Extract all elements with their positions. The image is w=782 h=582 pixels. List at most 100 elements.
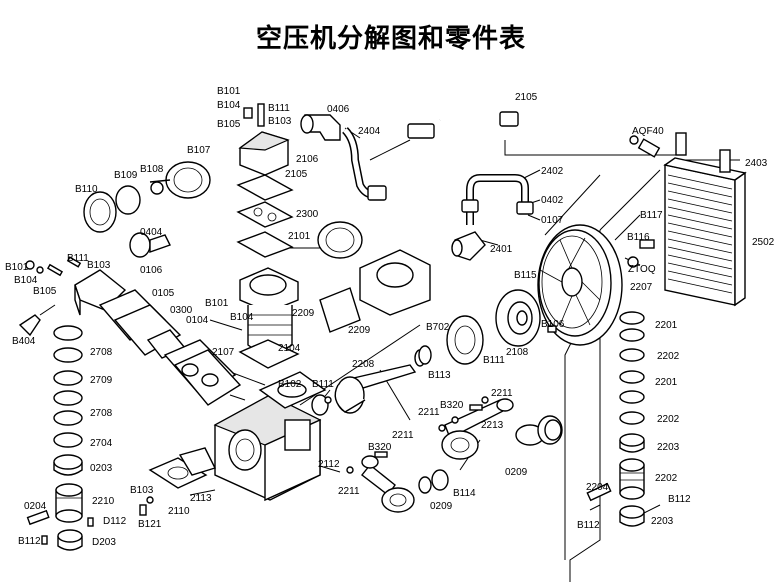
label: 2502 [752,237,775,248]
label: 2403 [745,158,768,169]
elbow-0404 [129,232,171,258]
label: 0203 [90,463,113,474]
piston-right-2202 [619,458,645,500]
label: 2208 [352,359,375,370]
label: 2402 [541,166,564,177]
label: 0404 [140,227,163,238]
label: 2106 [296,154,319,165]
label: 2211 [338,486,360,497]
label: 2110 [168,506,190,517]
label: 2211 [418,407,440,418]
gaskets-0105 [98,289,187,359]
label: B109 [114,170,138,181]
washers-2211 [346,416,459,474]
label: 0209 [505,467,528,478]
crankcase-2112 [213,371,327,502]
pipe-2404 [342,127,387,201]
filter-b107 [149,161,211,199]
label: B103 [87,260,111,271]
piston-rings-right [619,311,645,453]
label: 2202 [657,414,680,425]
label: B111 [312,379,334,390]
nut-b108 [150,181,164,195]
label: 2104 [278,343,301,354]
label: B320 [440,400,464,411]
label: 2113 [190,493,212,504]
washers-0209 [418,469,449,494]
piston-left-2210 [55,483,83,523]
label: B104 [230,312,254,323]
cover-2113 [148,457,208,489]
label: 0402 [541,195,564,206]
filter-b110 [83,191,117,233]
label: B104 [14,275,38,286]
label: B121 [138,519,162,530]
label: 0204 [24,501,47,512]
filter-b109 [115,185,141,215]
label: B103 [268,116,292,127]
label: 2704 [90,438,113,449]
discharge-pipe-2105 [407,82,519,139]
label: 2401 [490,244,513,255]
label: 2300 [296,209,319,220]
elbow-0406 [300,114,341,141]
bolt-b112-left [41,535,48,545]
label: 2201 [655,377,678,388]
label: AQF40 [632,126,664,137]
label: B108 [140,164,164,175]
label: 2209 [292,308,315,319]
label: 2203 [657,442,680,453]
label: 2204 [586,482,609,493]
bolts-b101-left [25,256,82,277]
label: ZTOQ [628,264,656,275]
filter-2101 [317,221,363,259]
tee-2401 [451,231,486,261]
nuts-b103-b111 [146,396,332,504]
label: B404 [12,336,36,347]
label: 0300 [170,305,193,316]
pipe-2402 [461,174,534,225]
aftercooler-2502 [663,132,747,307]
label: B116 [627,232,650,243]
piston-rings-left [53,325,83,476]
crankshaft-2208 [311,349,426,416]
label: 0406 [327,104,350,115]
gasket-b702 [446,315,484,365]
label: B112 [577,520,600,531]
label: 2213 [481,420,504,431]
bolts-b320 [374,396,489,458]
label: 0209 [430,501,453,512]
key-b106 [547,325,557,333]
label: B111 [483,355,505,366]
label: 2708 [90,408,113,419]
label: 2203 [651,516,674,527]
label: B103 [130,485,154,496]
label: B111 [67,253,89,264]
label: B112 [668,494,691,505]
label: 2202 [657,351,680,362]
label: 2404 [358,126,381,137]
bolt-d112 [87,517,94,527]
ring-b113 [418,345,432,365]
label: 2708 [90,347,113,358]
label: B115 [514,270,537,281]
label: B106 [541,319,565,330]
label: B111 [268,103,290,114]
label: 2210 [92,496,115,507]
label: 2105 [285,169,308,180]
label: 0107 [541,215,564,226]
head-2209 [319,249,431,333]
pin-0204 [26,509,50,526]
liner-d203 [57,529,83,551]
label: B320 [368,442,392,453]
washer-ztoq [627,256,639,268]
plug-b404 [18,314,41,337]
label: 2101 [288,231,311,242]
label: B113 [428,370,451,381]
label: 2112 [318,459,340,470]
label: B101 [5,262,29,273]
cylinder-liner-2203 [619,505,645,527]
label: B105 [33,286,57,297]
label: D203 [92,537,116,548]
